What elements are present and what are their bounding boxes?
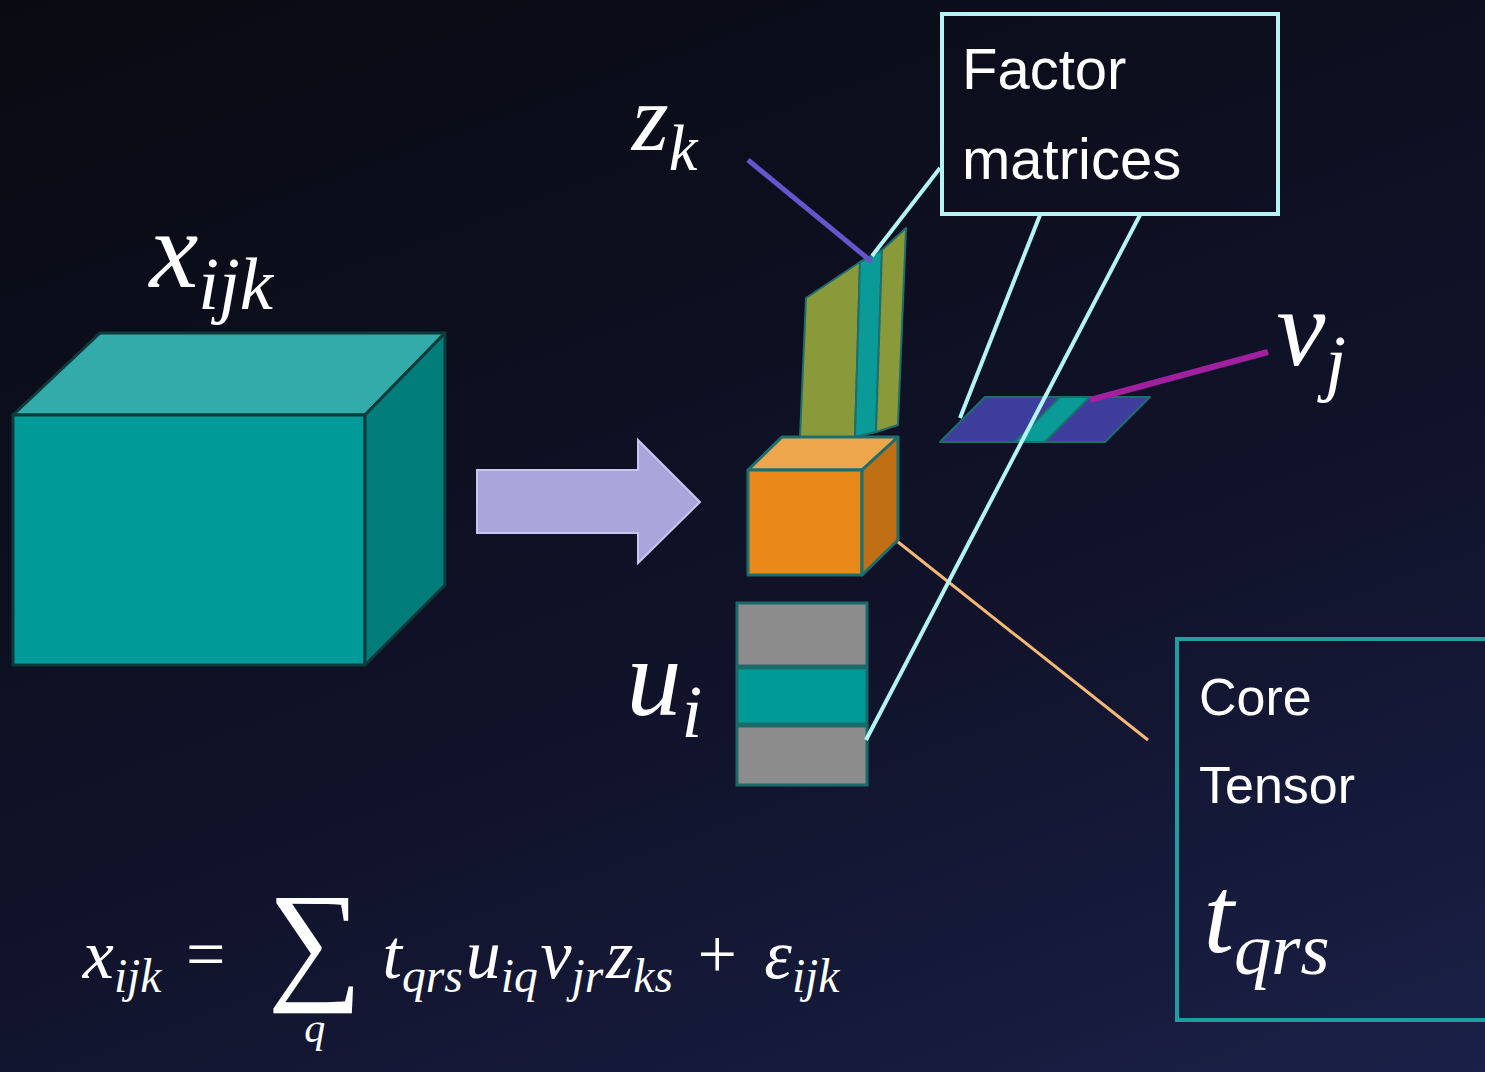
math-symbol: z [606,916,633,993]
formula: xijk=∑qtqrsuiqvjrzks+εijk [80,874,839,1049]
math-operator: + [698,916,737,993]
math-subscript: jr [572,950,604,1002]
math-symbol: u [626,617,681,739]
math-symbol: tqrs [1199,855,1481,976]
sum-index: q [267,1007,362,1049]
math-operator: = [186,916,225,993]
leader-line [898,542,1148,740]
decompose-arrow [477,440,700,563]
factor-label: vj [1272,262,1346,394]
matrix-row [737,603,867,666]
cube-front [13,415,365,665]
box-text: Factor matrices [962,24,1258,204]
math-symbol: u [466,916,501,993]
callout-box: Core Tensor tqrs [1175,637,1485,1022]
math-subscript: ijk [792,950,840,1002]
leader-line [1090,352,1268,400]
matrix-row [737,668,867,724]
leader-line [748,160,872,262]
math-subscript: ijk [114,950,162,1002]
sum-sign: ∑ [267,874,362,1007]
callout-box: Factor matrices [940,12,1280,216]
math-symbol: ε [764,916,792,993]
math-symbol: v [540,916,571,993]
math-subscript: qrs [1234,907,1330,990]
factor-matrix-u [737,603,867,785]
math-subscript: k [669,112,698,184]
leader-line [872,168,940,256]
math-subscript: ks [633,950,673,1002]
summation: ∑q [267,874,362,1049]
math-symbol: z [632,65,669,171]
factor-matrix-v [940,397,1150,442]
tensor-label: xijk [145,184,273,316]
math-symbol: t [1203,854,1234,976]
math-symbol: t [383,916,402,993]
factor-label: ui [622,612,702,744]
math-subscript: ijk [198,242,273,325]
leader-line [960,215,1040,418]
core-cube [748,437,898,575]
cube-front [748,470,862,575]
matrix-strip [800,262,860,437]
matrix-strip [876,228,906,432]
math-symbol: x [149,189,198,311]
data-tensor-cube [13,333,445,665]
math-symbol: x [83,916,114,993]
math-subscript: j [1325,320,1346,403]
box-text: Core Tensor [1199,653,1449,830]
matrix-row [737,726,867,785]
matrix-strip [1045,397,1150,442]
math-subscript: qrs [402,950,463,1002]
cube-side [365,333,445,665]
cube-side [862,437,898,575]
factor-matrix-z [800,228,906,437]
leader-line [866,215,1140,740]
math-symbol: v [1276,267,1325,389]
math-subscript: iq [501,950,538,1002]
factor-label: zk [628,61,697,175]
math-subscript: i [681,670,702,753]
